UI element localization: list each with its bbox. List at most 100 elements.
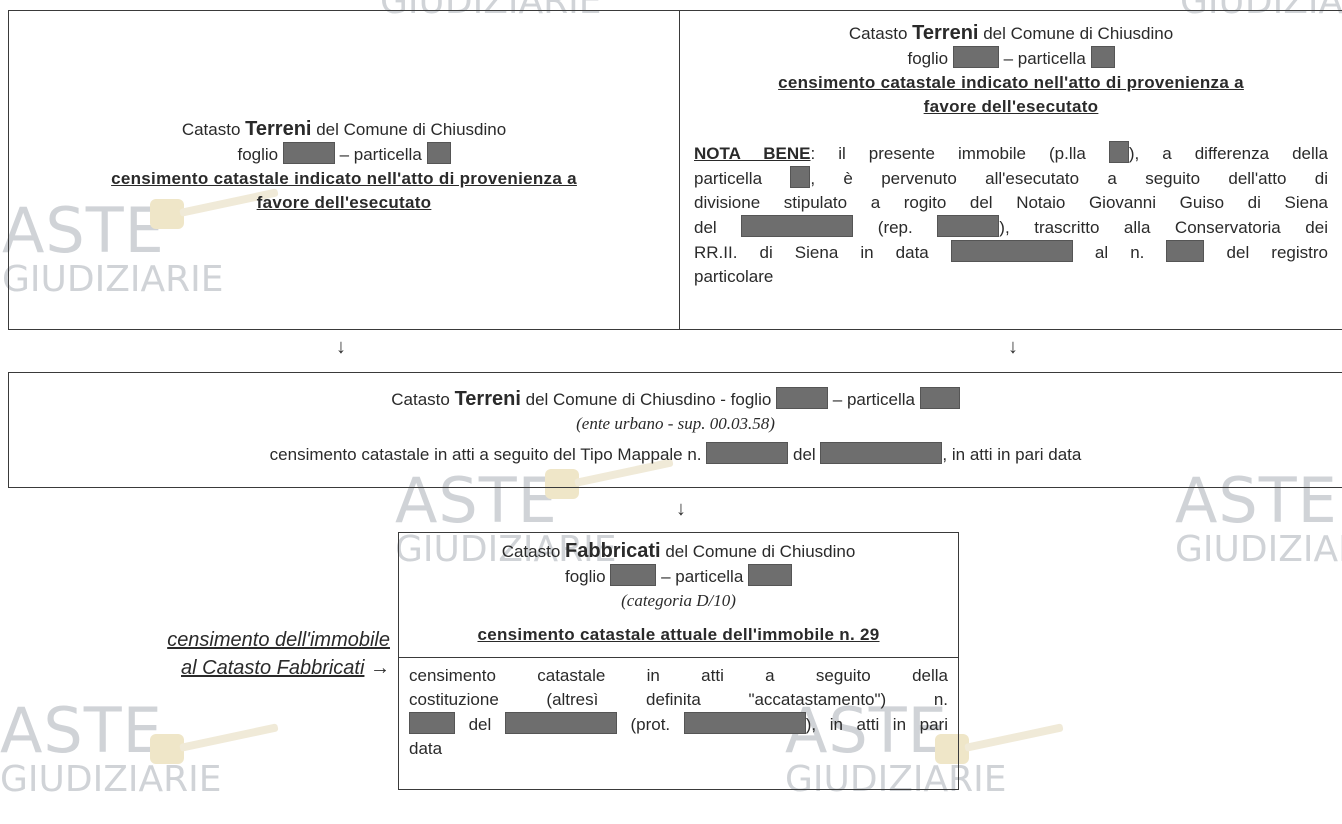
text: al Catasto Fabbricati (181, 657, 365, 679)
text: Catasto (181, 120, 241, 139)
nota-line: particolare (694, 267, 774, 286)
side-label: censimento dell'immobile al Catasto Fabb… (40, 626, 390, 682)
text: del Comune di Chiusdino (316, 120, 507, 139)
text: particella (694, 169, 763, 188)
para-line: censimento catastale in atti a seguito d… (409, 666, 948, 685)
text: , in atti in pari data (942, 445, 1082, 464)
down-arrow: ↓ (1008, 336, 1018, 358)
foglio-line: foglio – particella (9, 142, 679, 167)
text: Catasto (501, 542, 561, 561)
redacted-block (426, 142, 451, 164)
para-line: costituzione (altresì definita "accatast… (409, 690, 948, 709)
redacted-block (1166, 240, 1205, 262)
text: (rep. (877, 218, 913, 237)
tipo-mappale-line: censimento catastale in atti a seguito d… (9, 442, 1342, 467)
redacted-block (919, 387, 960, 409)
text: , è pervenuto all'esecutato a seguito de… (810, 169, 1328, 188)
text: Catasto (848, 24, 908, 43)
title-line: Catasto Terreni del Comune di Chiusdino (9, 117, 679, 142)
foglio-line: foglio – particella (399, 564, 958, 589)
text: del Comune di Chiusdino - foglio (525, 390, 772, 409)
redacted-block (706, 442, 789, 464)
box-terreni-right: Catasto Terreni del Comune di Chiusdino … (679, 10, 1342, 330)
down-arrow: ↓ (676, 498, 686, 520)
text: RR.II. di Siena in data (694, 243, 929, 262)
text: foglio (564, 567, 606, 586)
redacted-block (820, 442, 943, 464)
catasto-type: Fabbricati (565, 540, 661, 562)
redacted-block (950, 240, 1073, 262)
text: foglio (237, 145, 279, 164)
costituzione-paragraph: censimento catastale in atti a seguito d… (399, 658, 958, 761)
para-line: del (prot. ), in atti in pari (409, 712, 948, 737)
text: al n. (1094, 243, 1145, 262)
box-terreni-left: Catasto Terreni del Comune di Chiusdino … (8, 10, 680, 330)
redacted-block (683, 712, 806, 734)
redacted-block (409, 712, 455, 734)
text: del (694, 218, 717, 237)
redacted-block (937, 215, 1000, 237)
text: del (793, 445, 816, 464)
text: : il presente immobile (p.lla (810, 144, 1086, 163)
redacted-block (1108, 141, 1129, 163)
text: ), trascritto alla Conservatoria dei (999, 218, 1328, 237)
catasto-type: Terreni (454, 388, 521, 410)
underlined-heading: censimento catastale indicato nell'atto … (778, 73, 1244, 92)
nota-line: NOTA BENE: il presente immobile (p.lla )… (694, 141, 1328, 166)
para-line: data (409, 739, 443, 758)
text: censimento dell'immobile (167, 629, 390, 651)
nota-bene-label: NOTA BENE (694, 144, 811, 163)
text: ), a differenza della (1128, 144, 1328, 163)
categoria-note: (categoria D/10) (621, 591, 736, 610)
text: del registro (1226, 243, 1328, 262)
right-arrow-icon: → (370, 657, 390, 679)
gavel-icon (545, 458, 674, 499)
title-line: Catasto Terreni del Comune di Chiusdino … (9, 387, 1342, 412)
underlined-heading: censimento catastale indicato nell'atto … (111, 169, 577, 188)
catasto-type: Terreni (912, 22, 979, 44)
text: – particella (832, 390, 916, 409)
gavel-icon (150, 723, 279, 764)
foglio-line: foglio – particella (694, 46, 1328, 71)
text: – particella (1003, 49, 1086, 68)
text: ), in atti in pari (805, 715, 948, 734)
gavel-icon (935, 723, 1064, 764)
box-terreni-mid: Catasto Terreni del Comune di Chiusdino … (8, 372, 1342, 488)
bottom-divider (399, 657, 958, 658)
nota-line: particella , è pervenuto all'esecutato a… (694, 166, 1328, 191)
underlined-heading: favore dell'esecutato (256, 193, 432, 212)
watermark-giudiziarie: GIUDIZIARIE (1175, 529, 1342, 570)
nota-line: RR.II. di Siena in data al n. del regist… (694, 240, 1328, 265)
redacted-block (952, 46, 999, 68)
text: del Comune di Chiusdino (983, 24, 1174, 43)
nota-line: divisione stipulato a rogito del Notaio … (694, 193, 1328, 212)
title-line: Catasto Fabbricati del Comune di Chiusdi… (399, 539, 958, 564)
redacted-block (741, 215, 854, 237)
down-arrow: ↓ (336, 336, 346, 358)
redacted-block (776, 387, 829, 409)
redacted-block (1090, 46, 1115, 68)
text: – particella (339, 145, 422, 164)
redacted-block (610, 564, 657, 586)
text: del Comune di Chiusdino (665, 542, 856, 561)
underlined-heading: censimento catastale attuale dell'immobi… (477, 625, 880, 644)
nota-line: del (rep. ), trascritto alla Conservator… (694, 215, 1328, 240)
side-label-line: al Catasto Fabbricati → (40, 654, 390, 682)
redacted-block (282, 142, 335, 164)
underlined-heading: favore dell'esecutato (923, 97, 1099, 116)
nota-bene-paragraph: NOTA BENE: il presente immobile (p.lla )… (694, 141, 1328, 289)
box-fabbricati: Catasto Fabbricati del Comune di Chiusdi… (398, 532, 959, 790)
text: (prot. (630, 715, 671, 734)
text: – particella (661, 567, 744, 586)
text: del (468, 715, 492, 734)
redacted-block (504, 712, 617, 734)
redacted-block (790, 166, 811, 188)
text: Catasto (391, 390, 450, 409)
side-label-line: censimento dell'immobile (40, 626, 390, 654)
title-line: Catasto Terreni del Comune di Chiusdino (694, 21, 1328, 46)
gavel-icon (150, 188, 279, 229)
text: censimento catastale in atti a seguito d… (269, 445, 702, 464)
redacted-block (748, 564, 793, 586)
text: foglio (907, 49, 949, 68)
ente-urbano-note: (ente urbano - sup. 00.03.58) (576, 414, 775, 433)
